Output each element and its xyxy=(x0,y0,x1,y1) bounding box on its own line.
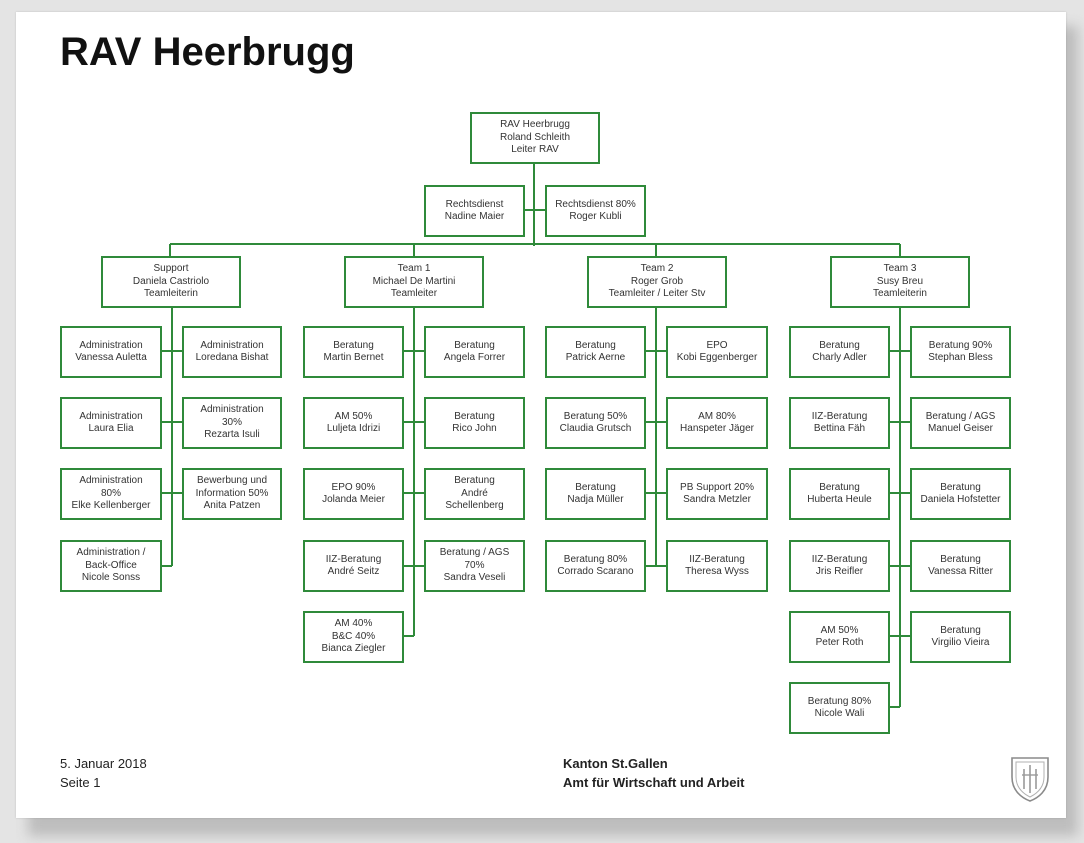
org-box-team3-left-6: Beratung 80%Nicole Wali xyxy=(789,682,890,734)
footer-date-page: 5. Januar 2018 Seite 1 xyxy=(60,754,147,792)
org-box-rechtsdienst-2: Rechtsdienst 80%Roger Kubli xyxy=(545,185,646,237)
org-box-team1-left-3: EPO 90%Jolanda Meier xyxy=(303,468,404,520)
page-title: RAV Heerbrugg xyxy=(60,30,355,74)
org-box-team2-right-3: PB Support 20%Sandra Metzler xyxy=(666,468,768,520)
footer-page-number: Seite 1 xyxy=(60,775,101,790)
org-box-team1-left-2: AM 50%Luljeta Idrizi xyxy=(303,397,404,449)
canton-crest-icon xyxy=(1011,757,1049,802)
footer-org-line2: Amt für Wirtschaft und Arbeit xyxy=(563,775,745,790)
org-box-team2-left-4: Beratung 80%Corrado Scarano xyxy=(545,540,646,592)
org-box-team3-left-5: AM 50%Peter Roth xyxy=(789,611,890,663)
footer-org-line1: Kanton St.Gallen xyxy=(563,756,668,771)
org-box-team1-left-5: AM 40%B&C 40%Bianca Ziegler xyxy=(303,611,404,663)
org-box-team3-right-1: Beratung 90%Stephan Bless xyxy=(910,326,1011,378)
footer-organization: Kanton St.Gallen Amt für Wirtschaft und … xyxy=(563,754,744,792)
org-box-team2-right-2: AM 80%Hanspeter Jäger xyxy=(666,397,768,449)
org-chart-connectors xyxy=(162,162,910,708)
org-box-team2-left-2: Beratung 50%Claudia Grutsch xyxy=(545,397,646,449)
footer-date: 5. Januar 2018 xyxy=(60,756,147,771)
